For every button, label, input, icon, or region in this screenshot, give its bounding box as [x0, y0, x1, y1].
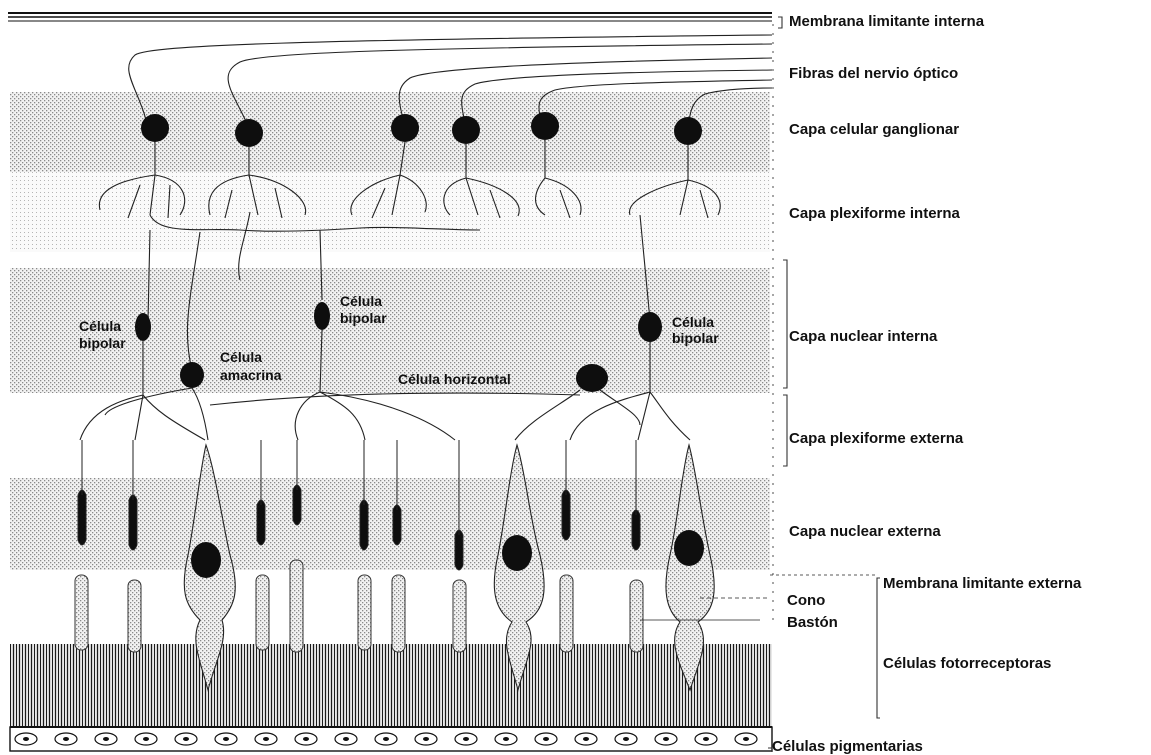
bipolar-cell-middle: [314, 302, 330, 330]
amacrine-cell: [180, 362, 204, 388]
layer-labels: Membrana limitante interna Fibras del ne…: [772, 13, 1082, 755]
label-capa-plexiforme-interna: Capa plexiforme interna: [789, 205, 961, 222]
label-celulas-pigmentarias: Células pigmentarias: [772, 738, 923, 755]
label-membrana-limitante-externa: Membrana limitante externa: [883, 575, 1082, 592]
label-bipolar-middle-line1: Célula: [340, 293, 382, 309]
band-nuclear-externa: [10, 478, 770, 570]
band-fotorreceptores: [10, 642, 772, 727]
band-ganglionar: [10, 92, 770, 172]
label-membrana-limitante-interna: Membrana limitante interna: [789, 13, 985, 30]
label-baston: Bastón: [787, 614, 838, 631]
label-fibras-nervio-optico: Fibras del nervio óptico: [789, 65, 958, 82]
label-capa-nuclear-interna: Capa nuclear interna: [789, 328, 938, 345]
horizontal-cell: [576, 364, 608, 392]
ganglion-cell: [452, 116, 480, 144]
pigment-epithelium: [10, 727, 772, 751]
label-bipolar-middle-line2: bipolar: [340, 310, 387, 326]
ganglion-cell: [531, 112, 559, 140]
label-capa-plexiforme-externa: Capa plexiforme externa: [789, 430, 964, 447]
ganglion-cell: [674, 117, 702, 145]
bipolar-cell-left: [135, 313, 151, 341]
label-capa-nuclear-externa: Capa nuclear externa: [789, 523, 941, 540]
ganglion-cell: [235, 119, 263, 147]
label-bipolar-left-line1: Célula: [79, 318, 121, 334]
label-bipolar-left-line2: bipolar: [79, 335, 126, 351]
label-bipolar-right-line1: Célula: [672, 314, 714, 330]
ganglion-cell: [141, 114, 169, 142]
label-amacrine-line1: Célula: [220, 349, 262, 365]
label-capa-celular-ganglionar: Capa celular ganglionar: [789, 121, 959, 138]
label-horizontal: Célula horizontal: [398, 371, 511, 387]
label-amacrine-line2: amacrina: [220, 367, 282, 383]
label-celulas-fotorreceptoras: Células fotorreceptoras: [883, 655, 1051, 672]
label-bipolar-right-line2: bipolar: [672, 330, 719, 346]
band-plexiforme-interna-shade: [10, 172, 770, 252]
bipolar-cell-right: [638, 312, 662, 342]
ganglion-cell: [391, 114, 419, 142]
band-fotorreceptores-mask-top: [10, 640, 772, 644]
label-cono: Cono: [787, 592, 825, 609]
